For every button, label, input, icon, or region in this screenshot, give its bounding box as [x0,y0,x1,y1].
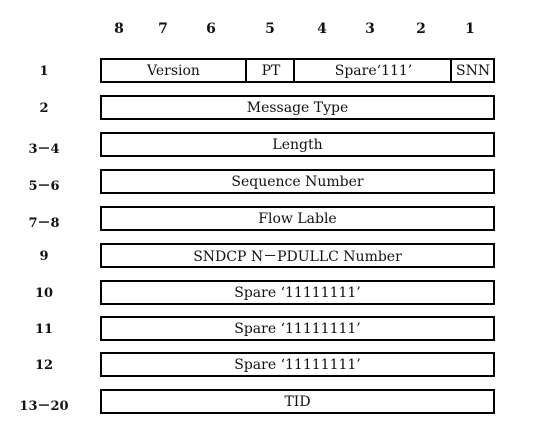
field-pt: PT [245,60,295,81]
field-row: Message Type [100,95,495,120]
field-spare: Spare ‘11111111’ [234,320,361,337]
field-row: Sequence Number [100,169,495,194]
field-sndcp-npdu-llc-number: SNDCP N－PDULLC Number [193,248,402,265]
bit-header-3: 3 [365,21,375,37]
field-row: Length [100,132,495,157]
octet-label: 10 [34,286,54,301]
bit-header-2: 2 [416,21,426,37]
octet-label: 3－4 [28,142,60,157]
field-row: Spare ‘11111111’ [100,316,495,341]
octet-label: 1 [39,64,49,79]
octet-label: 5－6 [28,179,60,194]
bit-header-1: 1 [465,21,475,37]
field-row: Spare ‘11111111’ [100,280,495,305]
header-field-row: Version PT Spare‘111’ SNN [100,58,495,83]
bit-header-8: 8 [114,21,124,37]
octet-label: 13－20 [19,399,69,414]
field-snn: SNN [450,60,493,81]
bit-header-4: 4 [317,21,327,37]
octet-label: 2 [39,101,49,116]
octet-label: 7－8 [28,216,60,231]
field-sequence-number: Sequence Number [231,173,364,190]
field-row: SNDCP N－PDULLC Number [100,243,495,268]
bit-header-5: 5 [265,21,275,37]
field-flow-label: Flow Lable [258,210,337,227]
field-spare: Spare ‘11111111’ [234,356,361,373]
octet-label: 9 [39,249,49,264]
field-tid: TID [284,393,311,410]
field-row: Flow Lable [100,206,495,231]
field-version: Version [147,62,200,79]
field-spare-bits: Spare‘111’ [293,60,452,81]
octet-label: 12 [34,358,54,373]
field-row: TID [100,389,495,414]
field-row: Spare ‘11111111’ [100,352,495,377]
field-length: Length [272,136,323,153]
field-message-type: Message Type [246,99,349,116]
field-spare: Spare ‘11111111’ [234,284,361,301]
octet-label: 11 [34,322,54,337]
bit-header-6: 6 [206,21,216,37]
bit-header-7: 7 [158,21,168,37]
